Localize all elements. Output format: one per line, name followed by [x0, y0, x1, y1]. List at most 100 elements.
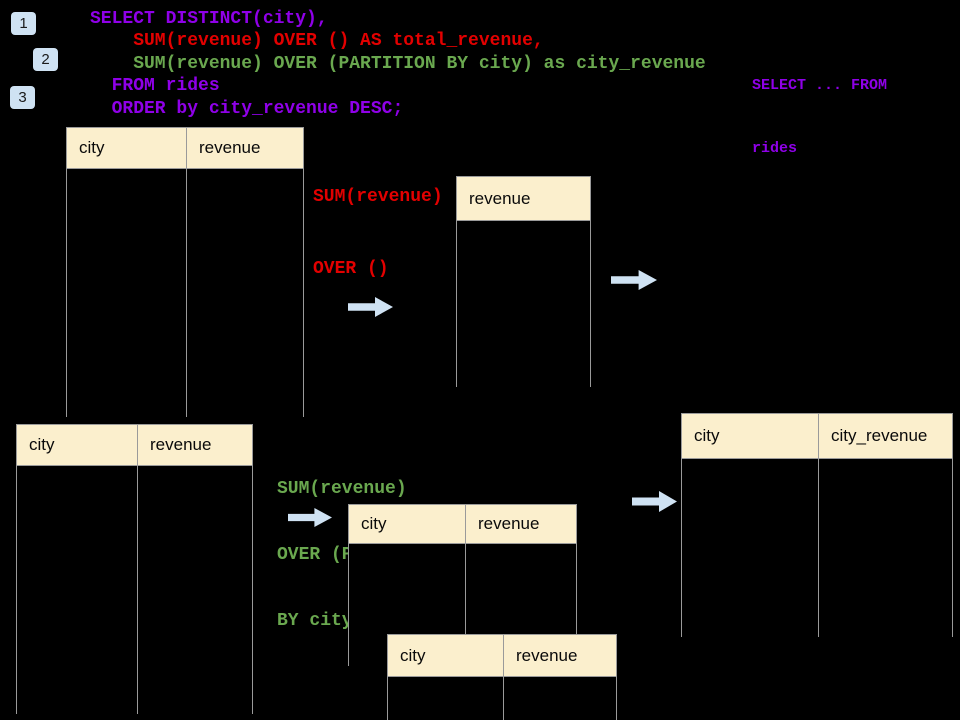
- right-arrow-icon: [611, 270, 657, 290]
- empty-cell: [67, 210, 186, 252]
- empty-cell: [682, 503, 818, 548]
- empty-cell: [137, 672, 252, 714]
- empty-cell: [818, 548, 952, 593]
- empty-cell: [186, 334, 303, 376]
- empty-cell: [349, 584, 465, 626]
- empty-cell: [137, 548, 252, 590]
- empty-cell: [457, 262, 590, 304]
- table-row: [67, 250, 303, 293]
- column-header-revenue: revenue: [186, 128, 303, 168]
- table-row: [682, 502, 952, 548]
- table-partition-step-overlay: city revenue: [387, 634, 617, 720]
- annotation-total-line-1: SUM(revenue): [313, 187, 443, 207]
- table-row: [17, 630, 252, 673]
- table-row: [349, 543, 576, 585]
- table-row: [457, 344, 590, 387]
- empty-cell: [67, 375, 186, 417]
- empty-cell: [137, 507, 252, 549]
- step-badge-2: 2: [33, 48, 58, 71]
- table-row: [682, 591, 952, 637]
- empty-cell: [388, 677, 503, 719]
- column-header-revenue: revenue: [137, 425, 252, 465]
- column-header-city: city: [79, 138, 105, 157]
- table-row: [67, 333, 303, 376]
- table-row: [67, 291, 303, 335]
- select-from-rides-note: SELECT ... FROM rides: [752, 33, 887, 201]
- empty-cell: [17, 466, 137, 508]
- table-row: [17, 506, 252, 549]
- empty-cell: [137, 631, 252, 673]
- table-row: [388, 676, 616, 719]
- table-row: [67, 374, 303, 417]
- empty-cell: [457, 304, 590, 346]
- table-source-bottom: city revenue: [16, 424, 253, 714]
- column-header-revenue: revenue: [469, 188, 531, 208]
- table-header-row: city city_revenue: [682, 414, 952, 458]
- empty-cell: [186, 251, 303, 293]
- empty-cell: [17, 507, 137, 549]
- empty-cell: [67, 169, 186, 211]
- sql-code-block: SELECT DISTINCT(city), SUM(revenue) OVER…: [90, 8, 706, 120]
- table-row: [17, 588, 252, 632]
- table-row: [67, 168, 303, 211]
- empty-cell: [67, 251, 186, 293]
- sql-line-order-by: ORDER by city_revenue DESC;: [90, 98, 404, 119]
- column-header-city: city: [400, 645, 426, 665]
- column-header-city: city: [694, 426, 720, 445]
- empty-cell: [137, 589, 252, 632]
- empty-cell: [682, 592, 818, 637]
- table-row: [457, 220, 590, 263]
- empty-cell: [67, 292, 186, 335]
- empty-cell: [186, 292, 303, 335]
- empty-cell: [17, 672, 137, 714]
- note-line-1: SELECT ... FROM: [752, 77, 888, 94]
- empty-cell: [186, 375, 303, 417]
- column-header-city: city: [361, 514, 387, 533]
- table-header-row: city revenue: [17, 425, 252, 465]
- table-partition-step: city revenue: [348, 504, 577, 667]
- empty-cell: [682, 459, 818, 504]
- table-row: [17, 465, 252, 508]
- step-badge-3: 3: [10, 86, 35, 109]
- empty-cell: [818, 503, 952, 548]
- table-row: [457, 303, 590, 346]
- column-header-revenue: revenue: [465, 505, 576, 543]
- table-row: [17, 671, 252, 714]
- table-header-row: revenue: [457, 177, 590, 220]
- column-header-city-revenue: city_revenue: [818, 414, 952, 458]
- sql-line-sum-over: SUM(revenue) OVER () AS total_revenue,: [90, 31, 544, 52]
- sql-line-from: FROM rides: [90, 76, 220, 97]
- empty-cell: [186, 169, 303, 211]
- empty-cell: [682, 548, 818, 593]
- table-row: [682, 547, 952, 593]
- empty-cell: [818, 459, 952, 504]
- annotation-partition-line-1: SUM(revenue): [277, 479, 407, 499]
- empty-cell: [457, 221, 590, 263]
- table-row: [17, 547, 252, 590]
- table-final-result: city city_revenue: [681, 413, 953, 637]
- table-row: [67, 209, 303, 252]
- table-header-row: city revenue: [349, 505, 576, 543]
- table-row: [349, 583, 576, 626]
- empty-cell: [186, 210, 303, 252]
- empty-cell: [503, 677, 616, 719]
- table-row: [682, 458, 952, 504]
- annotation-sum-over-total: SUM(revenue) OVER (): [313, 137, 443, 329]
- sql-line-partition: SUM(revenue) OVER (PARTITION BY city) as…: [90, 53, 706, 74]
- table-total-revenue-result: revenue: [456, 176, 591, 387]
- table-source-top: city revenue: [66, 127, 304, 417]
- empty-cell: [465, 584, 576, 626]
- note-line-2: rides: [752, 140, 798, 157]
- empty-cell: [17, 631, 137, 673]
- empty-cell: [17, 548, 137, 590]
- table-header-row: city revenue: [67, 128, 303, 168]
- empty-cell: [465, 544, 576, 585]
- column-header-revenue: revenue: [503, 635, 616, 676]
- annotation-total-line-2: OVER (): [313, 259, 389, 279]
- table-row: [457, 261, 590, 304]
- table-header-row: city revenue: [388, 635, 616, 676]
- empty-cell: [818, 592, 952, 637]
- sql-line-select: SELECT DISTINCT(city),: [90, 9, 328, 29]
- step-badge-1: 1: [11, 12, 36, 35]
